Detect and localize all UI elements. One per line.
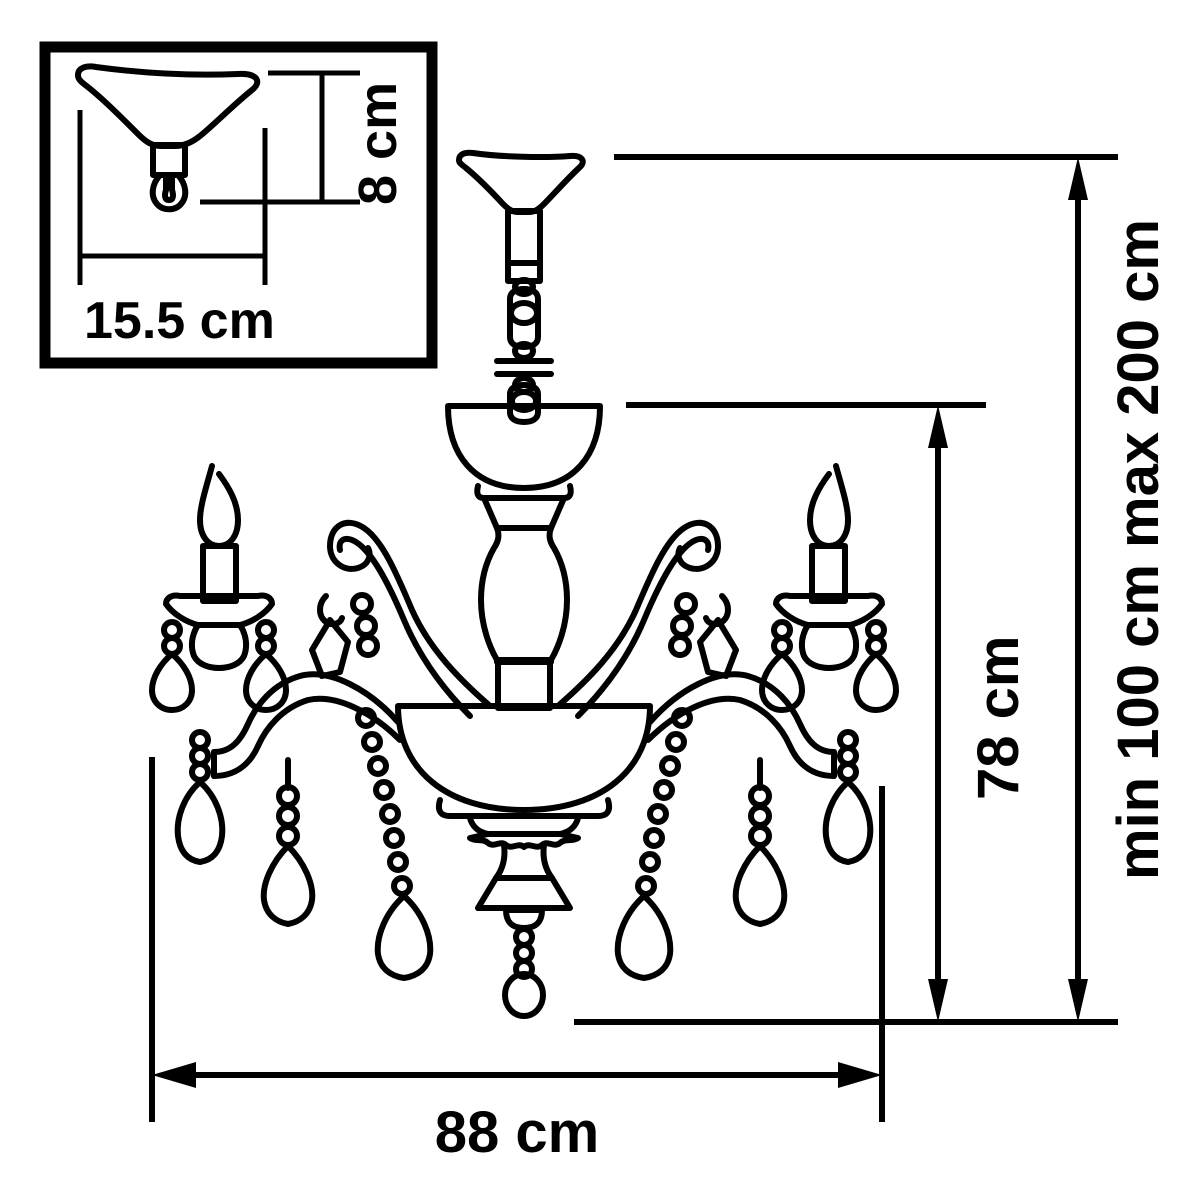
scroll-bead-right-c (668, 634, 692, 658)
main-bowl-rim (435, 797, 613, 819)
scroll-right-inner-b (575, 536, 712, 719)
overall-height-arrow (1068, 157, 1088, 1022)
arrowhead-right (838, 1062, 882, 1088)
canopy-shape (75, 63, 261, 213)
strand-bead (387, 851, 409, 873)
strand-bead (355, 707, 377, 729)
strand-bead (373, 779, 395, 801)
candle-left-outer (200, 543, 239, 604)
arm-left-outer-curve (211, 671, 401, 755)
bottom-finial (467, 815, 581, 1019)
arm-right-outer (645, 463, 899, 865)
suspension-chain (494, 260, 554, 425)
strand-bead (639, 851, 661, 873)
arrowhead-down (1068, 979, 1088, 1022)
upper-bowl-shape (445, 403, 603, 491)
finial-cone (475, 875, 573, 911)
canopy-dish (75, 63, 261, 149)
strand-bead (659, 755, 681, 777)
overall-height-label: min 100 cm max 200 cm (1106, 219, 1171, 880)
bobeche-cup-right-outer (798, 622, 860, 671)
chain-link-2 (507, 382, 541, 425)
canopy-dish (456, 149, 586, 215)
inset-width-label: 15.5 cm (84, 292, 275, 350)
teardrop-left-b (243, 651, 289, 713)
arm-left-inner (309, 519, 493, 981)
finial-drop (502, 971, 546, 1019)
chain-ring-1 (512, 277, 536, 297)
main-bowl (395, 703, 653, 819)
chandelier (149, 149, 899, 1019)
pendeloque-left-short (260, 843, 316, 927)
upper-bowl-rim (474, 483, 574, 501)
dimension-lines (149, 154, 1118, 1122)
chain-bead-1 (508, 300, 540, 326)
pendeloque-right-inner (614, 893, 674, 981)
teardrop-right-a (759, 651, 805, 713)
candle-right-outer (809, 543, 848, 604)
strand-right-short (732, 757, 788, 927)
strand-bead (361, 731, 383, 753)
scroll-bead-right-a (674, 592, 698, 616)
arm-right-inner (555, 519, 739, 981)
canopy-hook-inner (162, 172, 176, 203)
scroll-bead-left-c (356, 634, 380, 658)
strand-bead (665, 731, 687, 753)
teardrop-left-a (149, 651, 195, 713)
chain-plate-1 (505, 260, 543, 284)
scroll-crystal-right (697, 617, 739, 679)
pendeloque-right-outer (822, 779, 874, 865)
inset-width-dimension (77, 110, 268, 285)
inset-height-label: 8 cm (348, 82, 408, 205)
teardrop-right-b (853, 651, 899, 713)
bobeche-right-outer (773, 592, 885, 628)
strand-bead (643, 827, 665, 849)
fixture-width-arrow (152, 1062, 882, 1088)
strand-left-short (260, 757, 316, 927)
strand-bead (653, 779, 675, 801)
fixture-width-label: 88 cm (435, 1100, 599, 1165)
arrowhead-left (152, 1062, 196, 1088)
fixture-height-label: 78 cm (966, 636, 1031, 800)
bobeche-left-outer (163, 592, 275, 628)
scroll-right-inner (555, 519, 721, 709)
scroll-bead-left-a (350, 592, 374, 616)
upper-bowl-taper (481, 495, 567, 531)
scroll-left-inner (327, 519, 493, 709)
strand-bead (367, 755, 389, 777)
strand-bead (647, 803, 669, 825)
finial-scallop (467, 831, 581, 850)
inset-height-dimension (200, 70, 360, 205)
upper-bowl (445, 403, 603, 531)
pendeloque-left-inner (374, 893, 434, 981)
strand-bead (379, 803, 401, 825)
arm-right-outer-curve (647, 671, 837, 755)
bobeche-cup-left-outer (188, 622, 250, 671)
main-bowl-shape (395, 703, 653, 813)
arrowhead-up (928, 405, 948, 448)
arrowhead-down (928, 979, 948, 1022)
scroll-crystal-left (309, 617, 351, 679)
fixture-height-arrow (928, 405, 948, 1022)
pendeloque-right-short (732, 843, 788, 927)
arrowhead-up (1068, 157, 1088, 200)
chain-bead-2 (509, 389, 539, 413)
inset-canopy-detail: 8 cm 15.5 cm (39, 41, 438, 369)
strand-bead (671, 707, 693, 729)
pendeloque-left-outer (174, 779, 226, 865)
strand-bead (383, 827, 405, 849)
canopy-hook (149, 172, 189, 213)
scroll-left-inner-b (336, 536, 473, 719)
